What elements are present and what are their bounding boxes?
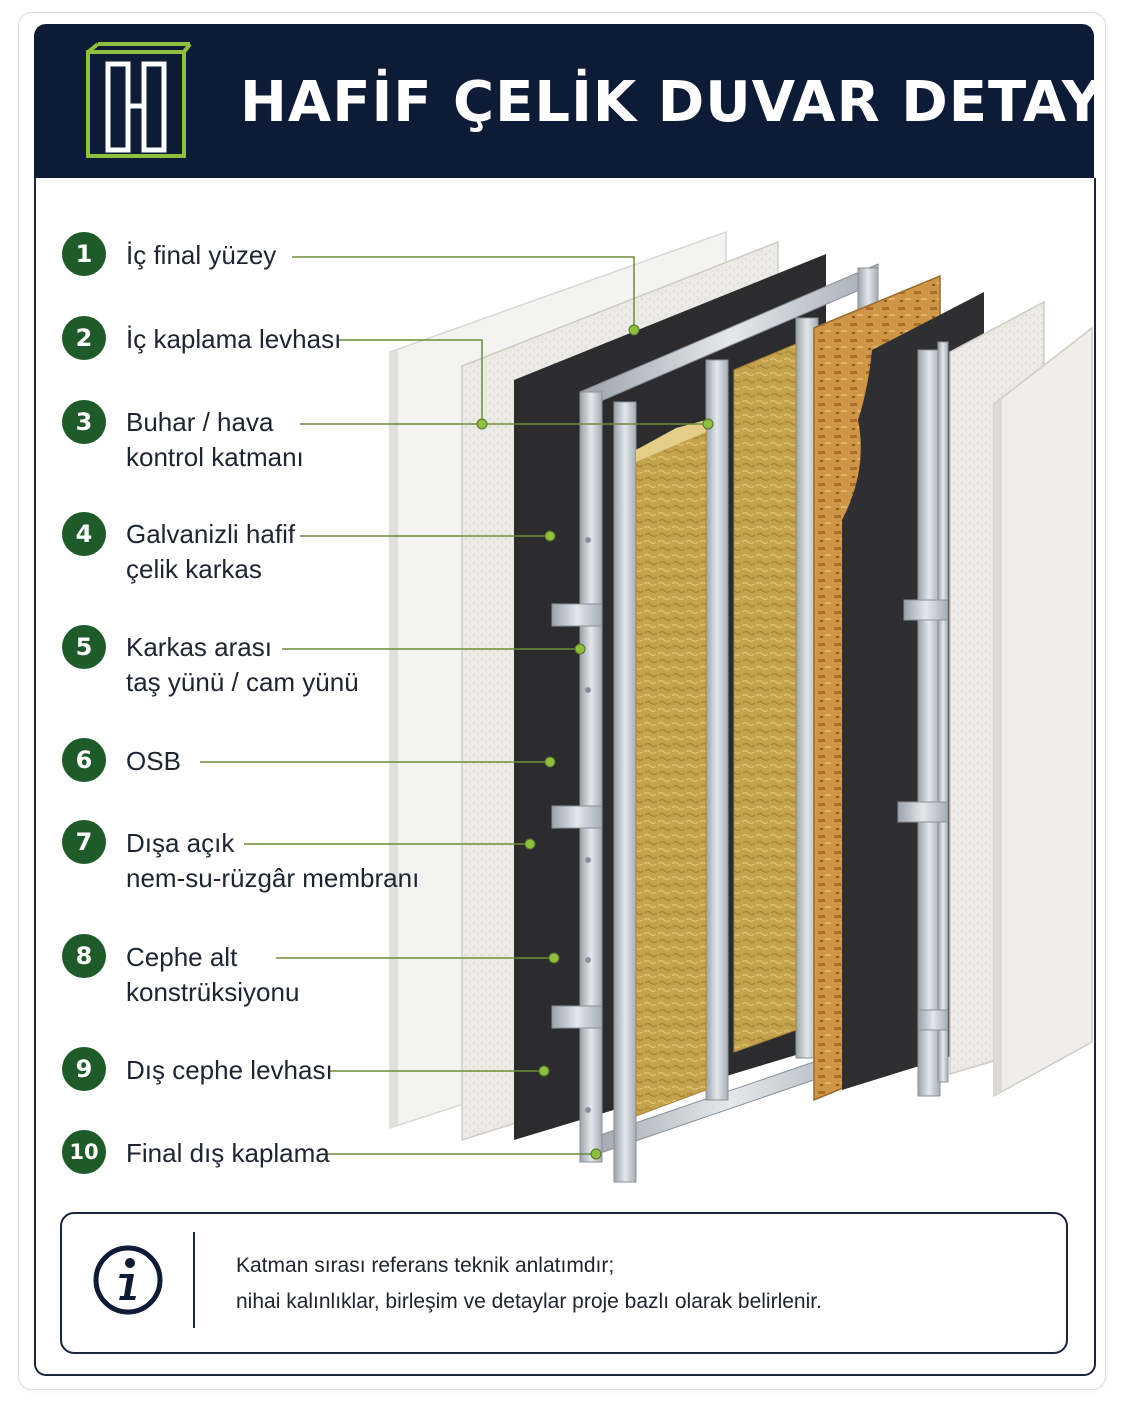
layer-label-2: İç kaplama levhası (126, 324, 342, 354)
layer-badge-10: 10 (62, 1130, 106, 1174)
layer-facade-subframe (897, 341, 949, 1097)
info-divider (193, 1232, 195, 1328)
info-text-line-2: nihai kalınlıklar, birleşim ve detaylar … (236, 1290, 822, 1313)
layer-insulation-right (733, 343, 797, 1053)
layer-badge-9: 9 (62, 1047, 106, 1091)
layer-label-9: Dış cephe levhası (126, 1055, 333, 1085)
layer-badge-1: 1 (62, 232, 106, 276)
layer-label-4b: çelik karkas (126, 554, 262, 584)
layer-label-3b: kontrol katmanı (126, 442, 304, 472)
layer-badge-4: 4 (62, 512, 106, 556)
page-title: HAFİF ÇELİK DUVAR DETAYI (240, 70, 1122, 135)
info-note-box (60, 1212, 1068, 1354)
header-bar (34, 24, 1094, 178)
layer-label-6: OSB (126, 746, 181, 776)
info-icon (93, 1245, 163, 1315)
content-frame (34, 178, 1096, 1376)
layer-label-1: İç final yüzey (126, 240, 277, 270)
layer-badge-6: 6 (62, 738, 106, 782)
layer-label-5b: taş yünü / cam yünü (126, 667, 359, 697)
layer-label-8b: konstrüksiyonu (126, 977, 300, 1007)
layer-label-7a: Dışa açık (126, 828, 235, 858)
layer-label-3a: Buhar / hava (126, 407, 274, 437)
layer-label-10: Final dış kaplama (126, 1138, 330, 1168)
layer-label-7b: nem-su-rüzgâr membranı (126, 863, 420, 893)
layer-badge-7: 7 (62, 820, 106, 864)
layer-badge-8: 8 (62, 934, 106, 978)
layer-final-cladding (993, 326, 1093, 1098)
info-text-line-1: Katman sırası referans teknik anlatımdır… (236, 1254, 615, 1277)
layer-badge-5: 5 (62, 625, 106, 669)
layer-badge-2: 2 (62, 316, 106, 360)
leader-1 (292, 256, 635, 330)
layer-label-8a: Cephe alt (126, 942, 238, 972)
layer-insulation-left (635, 419, 707, 1117)
layer-label-5a: Karkas arası (126, 632, 272, 662)
layer-label-4a: Galvanizli hafif (126, 519, 296, 549)
steel-frame-logo-icon (86, 42, 192, 158)
leader-2 (338, 339, 483, 424)
layer-steel-frame (551, 263, 879, 1183)
layer-badge-3: 3 (62, 400, 106, 444)
